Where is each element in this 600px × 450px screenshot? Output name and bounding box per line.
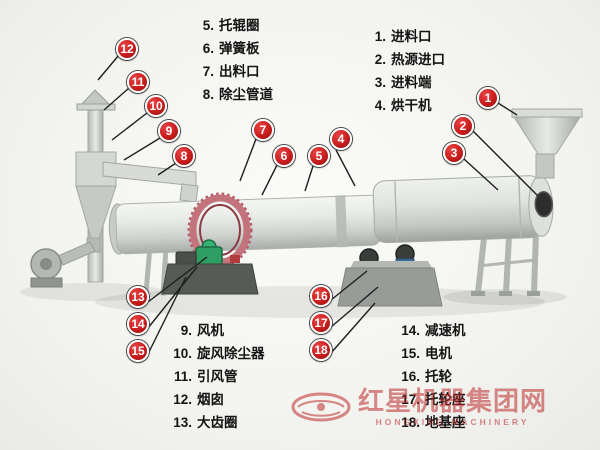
- feed-end-housing: [372, 175, 544, 244]
- label-num: 2.: [374, 52, 386, 67]
- label-text: 托轮: [425, 369, 452, 384]
- label-text: 旋风除尘器: [197, 346, 265, 361]
- label-num: 6.: [202, 41, 214, 56]
- callout-16: 16: [310, 285, 332, 307]
- leader-lines: [97, 54, 539, 355]
- callout-10: 10: [145, 95, 167, 117]
- label-text: 进料端: [391, 75, 432, 90]
- callout-13: 13: [127, 286, 149, 308]
- label-text: 弹簧板: [219, 41, 260, 56]
- label-num: 9.: [180, 323, 192, 338]
- label-text: 烟囱: [197, 392, 224, 407]
- label-group-bottom-right: 14. 减速机 15. 电机 16. 托轮 17. 托轮座 18. 地基座: [396, 319, 466, 434]
- label-row: 11. 引风管: [168, 365, 265, 388]
- label-num: 10.: [173, 346, 192, 361]
- label-row: 5. 托辊圈: [190, 14, 273, 37]
- callout-14: 14: [127, 313, 149, 335]
- support-roller-station: [337, 244, 443, 307]
- label-text: 进料口: [391, 29, 432, 44]
- label-text: 减速机: [425, 323, 466, 338]
- label-num: 8.: [202, 87, 214, 102]
- label-num: 3.: [374, 75, 386, 90]
- callout-11: 11: [127, 71, 149, 93]
- label-row: 9. 风机: [168, 319, 265, 342]
- label-row: 18. 地基座: [396, 411, 466, 434]
- label-row: 14. 减速机: [396, 319, 466, 342]
- label-num: 16.: [401, 369, 420, 384]
- label-group-top-right: 1. 进料口 2. 热源进口 3. 进料端 4. 烘干机: [362, 25, 445, 117]
- foundation-base: [337, 267, 443, 307]
- callout-1: 1: [477, 87, 499, 109]
- label-text: 托辊圈: [219, 18, 260, 33]
- feed-hopper: [511, 108, 583, 179]
- label-num: 12.: [173, 392, 192, 407]
- label-row: 16. 托轮: [396, 365, 466, 388]
- label-group-bottom-left: 9. 风机 10. 旋风除尘器 11. 引风管 12. 烟囱 13. 大齿圈: [168, 319, 265, 434]
- label-num: 18.: [401, 415, 420, 430]
- callout-3: 3: [443, 142, 465, 164]
- label-text: 热源进口: [391, 52, 445, 67]
- label-row: 1. 进料口: [362, 25, 445, 48]
- label-num: 5.: [202, 18, 214, 33]
- label-row: 7. 出料口: [190, 60, 273, 83]
- label-num: 13.: [173, 415, 192, 430]
- label-text: 地基座: [425, 415, 466, 430]
- label-row: 6. 弹簧板: [190, 37, 273, 60]
- label-num: 11.: [173, 369, 192, 384]
- label-num: 7.: [202, 64, 214, 79]
- label-num: 4.: [374, 98, 386, 113]
- label-text: 托轮座: [425, 392, 466, 407]
- label-row: 3. 进料端: [362, 71, 445, 94]
- drive-base: [161, 263, 259, 295]
- dryer-drum: [108, 175, 554, 255]
- callout-12: 12: [116, 38, 138, 60]
- label-num: 17.: [401, 392, 420, 407]
- label-group-top-left: 5. 托辊圈 6. 弹簧板 7. 出料口 8. 除尘管道: [190, 14, 273, 106]
- callout-2: 2: [452, 115, 474, 137]
- label-row: 4. 烘干机: [362, 94, 445, 117]
- label-text: 风机: [197, 323, 224, 338]
- callout-7: 7: [252, 119, 274, 141]
- label-row: 12. 烟囱: [168, 388, 265, 411]
- label-text: 除尘管道: [219, 87, 273, 102]
- label-num: 1.: [374, 29, 386, 44]
- heat-inlet-opening: [534, 190, 554, 218]
- label-row: 17. 托轮座: [396, 388, 466, 411]
- label-row: 10. 旋风除尘器: [168, 342, 265, 365]
- label-text: 电机: [425, 346, 452, 361]
- label-text: 烘干机: [391, 98, 432, 113]
- label-text: 出料口: [219, 64, 260, 79]
- callout-15: 15: [127, 340, 149, 362]
- label-row: 15. 电机: [396, 342, 466, 365]
- label-text: 引风管: [197, 369, 238, 384]
- riding-ring: [335, 195, 348, 248]
- label-row: 8. 除尘管道: [190, 83, 273, 106]
- label-row: 13. 大齿圈: [168, 411, 265, 434]
- callout-9: 9: [158, 120, 180, 142]
- callout-17: 17: [310, 312, 332, 334]
- callout-18: 18: [310, 339, 332, 361]
- label-num: 15.: [401, 346, 420, 361]
- cyclone-dust-collector: [30, 89, 199, 288]
- label-text: 大齿圈: [197, 415, 238, 430]
- callout-6: 6: [273, 145, 295, 167]
- callout-8: 8: [173, 145, 195, 167]
- label-row: 2. 热源进口: [362, 48, 445, 71]
- callout-4: 4: [330, 128, 352, 150]
- callout-5: 5: [308, 145, 330, 167]
- label-num: 14.: [401, 323, 420, 338]
